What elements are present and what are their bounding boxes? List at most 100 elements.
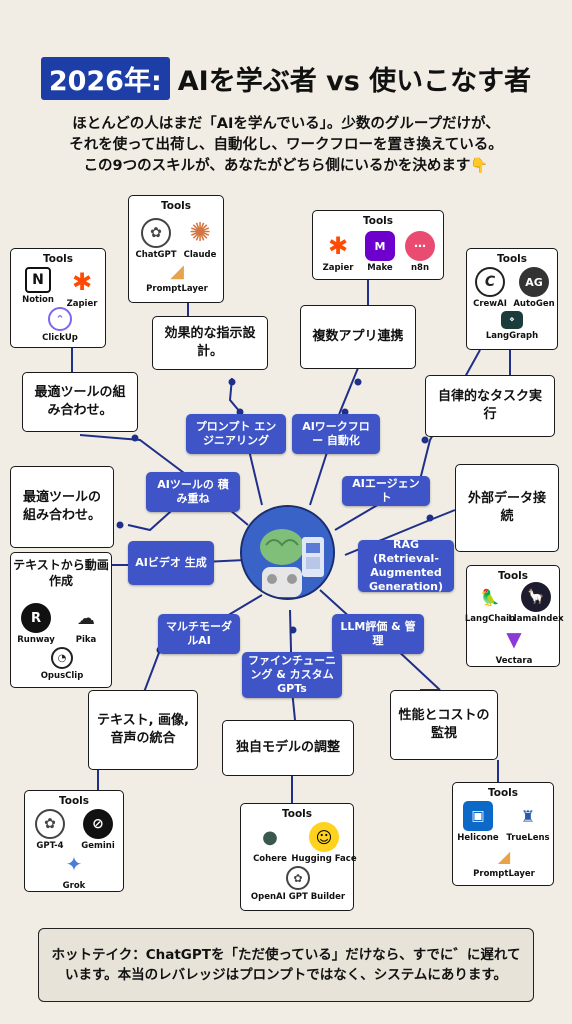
promptlayer-icon: ◢ xyxy=(493,845,515,867)
gemini-icon: ⊘ xyxy=(83,809,113,839)
langchain-icon: 🦜 xyxy=(475,582,505,612)
video-desc: テキストから動画作成 xyxy=(13,558,109,588)
pill-prompt-engineering[interactable]: プロンプト エンジニアリング xyxy=(186,414,286,454)
desc-llmeval: 性能とコストの監視 xyxy=(390,690,498,760)
tools-heading: Tools xyxy=(58,795,90,807)
grok-tool: ✦ Grok xyxy=(49,849,99,891)
title-text: AIを学ぶ者 vs 使いこなす者 xyxy=(177,65,532,97)
hot-take-footer: ホットテイク：ChatGPTを「ただ使っている」だけなら、すでに゛に遅れています… xyxy=(38,928,534,1002)
tools-workflow: Tools ✱ Zapier M Make ⋯ n8n xyxy=(312,210,444,280)
langchain-tool: 🦜 LangChain xyxy=(465,582,515,624)
make-icon: M xyxy=(365,231,395,261)
n8n-tool: ⋯ n8n xyxy=(395,231,445,273)
notion-icon: N xyxy=(25,267,51,293)
desc-finetune: 独自モデルの調整 xyxy=(222,720,354,776)
helicone-tool: ▣ Helicone xyxy=(453,801,503,843)
openai-gpt-builder-tool: ✿ OpenAI GPT Builder xyxy=(251,866,345,902)
gpt4-icon: ✿ xyxy=(35,809,65,839)
promptlayer-tool: ◢ PromptLayer xyxy=(146,260,208,294)
desc-rag: 外部データ接続 xyxy=(455,464,559,552)
claude-tool: ✺ Claude xyxy=(183,218,217,260)
notion-tool: N Notion xyxy=(13,267,63,305)
pill-rag[interactable]: RAG (Retrieval-Augmented Generation) xyxy=(358,538,454,593)
tools-heading: Tools xyxy=(281,808,313,820)
desc-stack-lower: 最適ツールの組み合わせ。 xyxy=(10,466,114,548)
pill-ai-workflow[interactable]: AIワークフロー 自動化 xyxy=(292,414,380,454)
make-tool: M Make xyxy=(355,231,405,273)
promptlayer-tool: ◢ PromptLayer xyxy=(473,845,535,879)
autogen-tool: AG AutoGen xyxy=(509,267,559,309)
intro-line: それを使って出荷し、自動化し、ワークフローを置き換えている。 xyxy=(69,137,503,153)
desc-agent: 自律的なタスク実行 xyxy=(425,375,555,437)
pill-ai-agent[interactable]: AIエージェント xyxy=(342,476,430,506)
desc-stack-upper: 最適ツールの組み合わせ。 xyxy=(22,372,138,432)
pill-finetuning[interactable]: ファインチューニング & カスタムGPTs xyxy=(242,652,342,698)
helicone-icon: ▣ xyxy=(463,801,493,831)
openai-icon: ✿ xyxy=(286,866,310,890)
pika-tool: ☁ Pika xyxy=(61,603,111,645)
tools-llmeval: Tools ▣ Helicone ♜ TrueLens ◢ PromptLaye… xyxy=(452,782,554,886)
tools-stack: Tools N Notion ✱ Zapier ⌃ ClickUp xyxy=(10,248,106,348)
robot-brain-icon xyxy=(242,507,333,598)
runway-tool: R Runway xyxy=(11,603,61,645)
zapier-tool: ✱ Zapier xyxy=(322,231,354,273)
tools-video: テキストから動画作成 R Runway ☁ Pika ◔ OpusClip xyxy=(10,552,112,688)
claude-icon: ✺ xyxy=(185,218,215,248)
pika-icon: ☁ xyxy=(71,603,101,633)
tools-agent: Tools C CrewAI AG AutoGen ⋄ LangGraph xyxy=(466,248,558,350)
zapier-tool: ✱ Zapier xyxy=(66,267,98,309)
tools-multimodal: Tools ✿ GPT-4 ⊘ Gemini ✦ Grok xyxy=(24,790,124,892)
clickup-icon: ⌃ xyxy=(48,307,72,331)
desc-prompt: 効果的な指示設計。 xyxy=(152,316,268,370)
vectara-icon: ▼ xyxy=(499,624,529,654)
desc-workflow: 複数アプリ連携 xyxy=(300,305,416,369)
llamaindex-tool: 🦙 LlamaIndex xyxy=(508,582,564,624)
zapier-icon: ✱ xyxy=(67,267,97,297)
opusclip-icon: ◔ xyxy=(51,647,73,669)
gemini-tool: ⊘ Gemini xyxy=(73,809,123,851)
tools-heading: Tools xyxy=(487,787,519,799)
cohere-tool: ● Cohere xyxy=(245,822,295,864)
tools-prompt: Tools ✿ ChatGPT ✺ Claude ◢ PromptLayer xyxy=(128,195,224,303)
autogen-icon: AG xyxy=(519,267,549,297)
grok-icon: ✦ xyxy=(59,849,89,879)
langgraph-tool: ⋄ LangGraph xyxy=(486,311,538,341)
pill-tool-stacking[interactable]: AIツールの 積み重ね xyxy=(146,472,240,512)
n8n-icon: ⋯ xyxy=(405,231,435,261)
crewai-icon: C xyxy=(475,267,505,297)
pill-ai-video[interactable]: AIビデオ 生成 xyxy=(128,541,214,585)
chatgpt-tool: ✿ ChatGPT xyxy=(131,218,181,260)
langgraph-icon: ⋄ xyxy=(501,311,523,329)
opusclip-tool: ◔ OpusClip xyxy=(37,647,87,681)
gpt4-tool: ✿ GPT-4 xyxy=(25,809,75,851)
truelens-icon: ♜ xyxy=(513,801,543,831)
chatgpt-icon: ✿ xyxy=(141,218,171,248)
intro-line: この9つのスキルが、あなたがどちら側にいるかを決めます👇 xyxy=(83,158,489,174)
page-title: 2026年: AIを学ぶ者 vs 使いこなす者 xyxy=(18,56,554,100)
intro-line: ほとんどの人はまだ「AIを学んでいる」。少数のグループだけが、 xyxy=(72,116,500,132)
huggingface-icon: ☺ xyxy=(309,822,339,852)
pill-multimodal[interactable]: マルチモーダルAI xyxy=(158,614,240,654)
title-highlight: 2026年: xyxy=(40,56,170,100)
llamaindex-icon: 🦙 xyxy=(521,582,551,612)
pill-llm-eval[interactable]: LLM評価 & 管理 xyxy=(332,614,424,654)
tools-heading: Tools xyxy=(42,253,74,265)
vectara-tool: ▼ Vectara xyxy=(489,624,539,666)
runway-icon: R xyxy=(21,603,51,633)
tools-heading: Tools xyxy=(496,253,528,265)
truelens-tool: ♜ TrueLens xyxy=(503,801,553,843)
crewai-tool: C CrewAI xyxy=(465,267,515,309)
intro-text: ほとんどの人はまだ「AIを学んでいる」。少数のグループだけが、 それを使って出荷… xyxy=(22,114,550,177)
ai-robot-illustration xyxy=(240,505,335,600)
tools-heading: Tools xyxy=(497,570,529,582)
cohere-icon: ● xyxy=(255,822,285,852)
zapier-icon: ✱ xyxy=(323,231,353,261)
tools-finetune: Tools ● Cohere ☺ Hugging Face ✿ OpenAI G… xyxy=(240,803,357,911)
huggingface-tool: ☺ Hugging Face xyxy=(291,822,357,864)
promptlayer-icon: ◢ xyxy=(166,260,188,282)
tools-heading: Tools xyxy=(362,215,394,227)
desc-multimodal: テキスト, 画像, 音声の統合 xyxy=(88,690,198,770)
tools-heading: Tools xyxy=(160,200,192,212)
clickup-tool: ⌃ ClickUp xyxy=(35,307,85,343)
tools-rag: Tools 🦜 LangChain 🦙 LlamaIndex ▼ Vectara xyxy=(465,565,564,667)
